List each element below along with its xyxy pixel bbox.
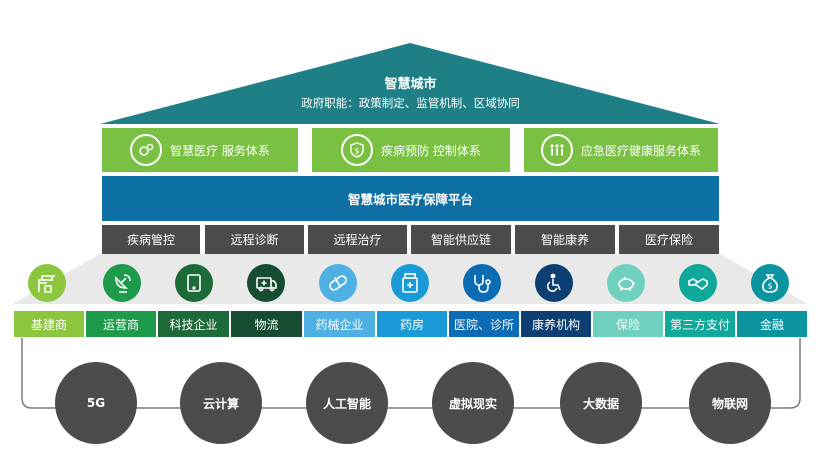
- ambulance-icon: [247, 264, 285, 302]
- people-icon: [540, 134, 573, 166]
- service-item: 智能康养: [515, 225, 615, 254]
- crane-icon: [28, 264, 66, 302]
- entity-label: 金融: [737, 311, 807, 337]
- service-item: 疾病管控: [102, 225, 200, 254]
- entity-label: 保险: [593, 311, 663, 337]
- system-label: 应急医疗健康服务体系: [580, 143, 701, 158]
- satellite-dish-icon: [103, 264, 141, 302]
- roof-subtitle: 政府职能：政策制定、监管机制、区域协同: [301, 96, 520, 110]
- handshake-icon: [679, 264, 717, 302]
- entity-label: 基建商: [14, 311, 84, 337]
- entity-label: 药械企业: [304, 311, 375, 337]
- platform-label: 智慧城市医疗保障平台: [347, 192, 473, 207]
- service-item: 远程治疗: [308, 225, 407, 254]
- tech-circle: 物联网: [689, 362, 771, 444]
- tablet-icon: [175, 264, 213, 302]
- tech-circle: 5G: [55, 362, 137, 444]
- system-label: 智慧医疗 服务体系: [170, 143, 270, 158]
- system-emergency-medical: 应急医疗健康服务体系: [524, 128, 718, 172]
- entity-label: 医院、诊所: [449, 311, 519, 337]
- tech-circle: 大数据: [560, 362, 642, 444]
- wheelchair-icon: [535, 264, 573, 302]
- tech-circle: 人工智能: [306, 362, 388, 444]
- gears-icon: [130, 134, 163, 166]
- tech-circle: 云计算: [180, 362, 262, 444]
- platform-bar: 智慧城市医疗保障平台: [102, 176, 719, 221]
- piggy-bank-icon: [607, 264, 645, 302]
- system-smart-medical: 智慧医疗 服务体系: [102, 128, 298, 172]
- medicine-bottle-icon: [391, 264, 429, 302]
- system-disease-prevention: $ 疾病预防 控制体系: [312, 128, 510, 172]
- roof-title: 智慧城市: [384, 77, 437, 92]
- money-bag-icon: $: [751, 264, 789, 302]
- system-label: 疾病预防 控制体系: [381, 143, 481, 158]
- stethoscope-icon: [463, 264, 501, 302]
- entity-label: 科技企业: [158, 311, 229, 337]
- entity-label: 药房: [377, 311, 447, 337]
- entity-label: 运营商: [86, 311, 156, 337]
- shield-dollar-icon: $: [341, 134, 374, 166]
- entity-label: 康养机构: [521, 311, 591, 337]
- service-item: 智能供应链: [411, 225, 511, 254]
- entity-label: 第三方支付: [665, 311, 735, 337]
- service-item: 远程诊断: [205, 225, 304, 254]
- svg-text:$: $: [767, 282, 772, 291]
- tech-circle: 虚拟现实: [432, 362, 514, 444]
- pill-icon: [319, 264, 357, 302]
- service-item: 医疗保险: [619, 225, 719, 254]
- svg-text:$: $: [355, 147, 360, 156]
- entity-label: 物流: [231, 311, 302, 337]
